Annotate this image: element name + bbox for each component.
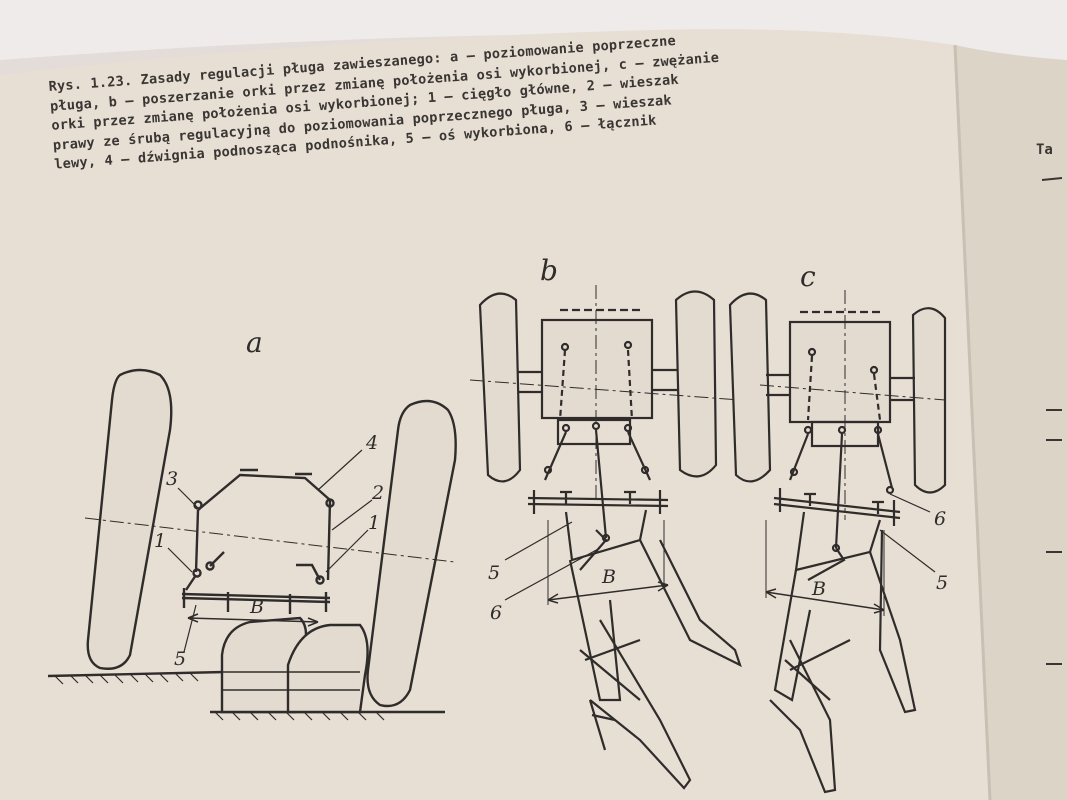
figure-b-drawing (469, 285, 742, 790)
label-6-c: 6 (934, 508, 947, 530)
label-4: 4 (366, 432, 379, 454)
label-1-left: 1 (154, 530, 167, 552)
dimension-B-c: B (812, 578, 826, 600)
label-5: 5 (174, 648, 187, 670)
label-5-b: 5 (488, 562, 501, 584)
dimension-B-b: B (602, 566, 616, 588)
label-2: 2 (372, 482, 385, 504)
label-3: 3 (166, 468, 179, 490)
label-1-right: 1 (368, 512, 381, 534)
label-5-c: 5 (936, 572, 949, 594)
figure-c-drawing (728, 290, 947, 794)
adjacent-page-text: Ta (1036, 142, 1053, 158)
dimension-B-a: B (250, 596, 264, 618)
figure-c-title: c (800, 260, 816, 293)
figure-b-title: b (540, 254, 558, 287)
label-6-b: 6 (490, 602, 503, 624)
figure-a-drawing (47, 368, 457, 721)
figure-a-title: a (246, 326, 263, 359)
